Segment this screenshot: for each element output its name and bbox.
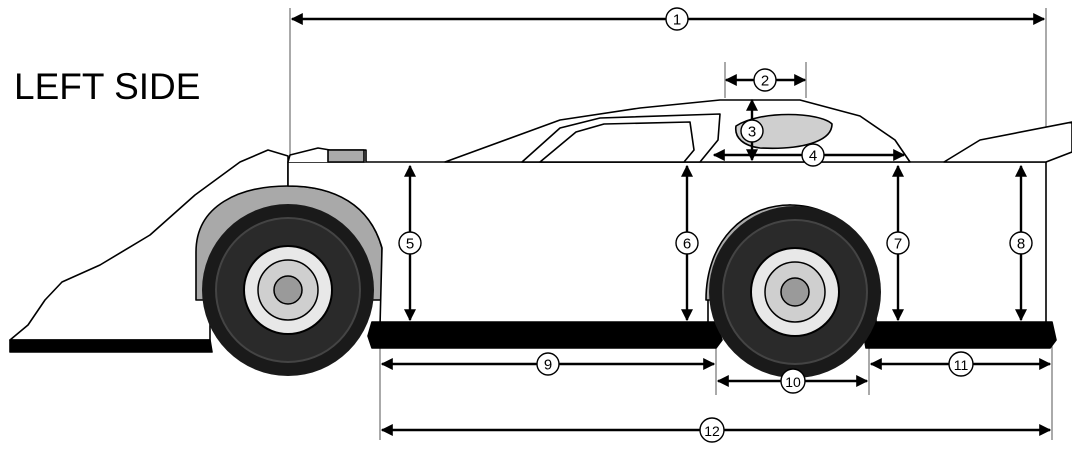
callout-12: 12	[699, 417, 725, 443]
callout-4: 4	[801, 143, 825, 167]
rear-wheel	[709, 206, 881, 378]
callout-6: 6	[675, 231, 699, 255]
callout-9: 9	[536, 352, 560, 376]
svg-text:2: 2	[761, 73, 769, 90]
callout-8: 8	[1009, 231, 1033, 255]
callout-10: 10	[780, 368, 806, 394]
svg-text:1: 1	[673, 12, 681, 29]
view-title: LEFT SIDE	[14, 66, 201, 107]
svg-text:10: 10	[785, 374, 801, 390]
callout-7: 7	[886, 231, 910, 255]
svg-text:4: 4	[809, 148, 817, 165]
callout-11: 11	[948, 351, 974, 377]
svg-text:11: 11	[954, 357, 969, 373]
svg-text:9: 9	[544, 357, 552, 374]
callout-labels: 1 2 3 4 5 6 7 8 9 10 11 12	[398, 7, 1033, 443]
svg-text:8: 8	[1017, 236, 1025, 253]
front-wheel	[202, 204, 374, 376]
callout-3: 3	[740, 119, 764, 143]
svg-text:12: 12	[704, 423, 720, 439]
svg-text:3: 3	[748, 124, 756, 141]
callout-1: 1	[665, 7, 689, 31]
car-body	[9, 99, 1072, 353]
callout-2: 2	[753, 68, 777, 92]
svg-text:7: 7	[894, 236, 902, 253]
svg-text:5: 5	[406, 236, 414, 253]
svg-text:6: 6	[683, 236, 691, 253]
callout-5: 5	[398, 231, 422, 255]
